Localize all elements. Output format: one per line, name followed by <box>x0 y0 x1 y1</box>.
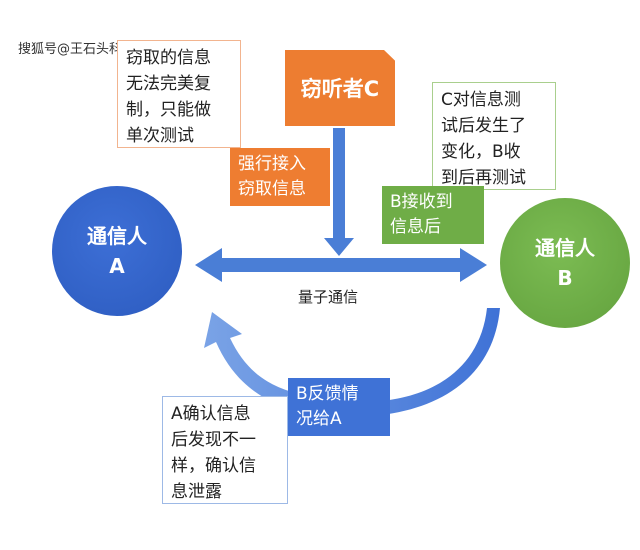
b-feedback-line: 况给A <box>296 409 342 429</box>
node-b: 通信人 B <box>500 198 630 328</box>
note-a-line: 样，确认信 <box>171 456 256 476</box>
node-b-title: 通信人 <box>535 236 595 260</box>
note-c-line: 变化，B收 <box>441 142 521 162</box>
intercept-arrow <box>324 128 354 256</box>
b-receive-line: 信息后 <box>390 217 441 237</box>
note-c-test: C对信息测 试后发生了 变化，B收 到后再测试 <box>432 82 556 190</box>
node-a-letter: A <box>109 254 125 278</box>
node-a: 通信人 A <box>52 186 182 316</box>
eavesdropper-label: 窃听者C <box>300 77 380 101</box>
note-c-line: C对信息测 <box>441 90 521 110</box>
note-a-line: 后发现不一 <box>171 430 256 450</box>
note-a-line: A确认信息 <box>171 404 251 424</box>
note-c-line: 到后再测试 <box>441 168 526 188</box>
note-a-confirm: A确认信息 后发现不一 样，确认信 息泄露 <box>162 396 288 504</box>
note-a-line: 息泄露 <box>171 482 222 502</box>
note-copy-line: 单次测试 <box>126 126 194 146</box>
intercept-line: 强行接入 <box>238 154 306 174</box>
b-receive-line: B接收到 <box>390 192 453 212</box>
node-b-letter: B <box>557 266 573 290</box>
watermark: 搜狐号@王石头科技 <box>18 42 136 57</box>
intercept-line: 窃取信息 <box>238 179 306 199</box>
intercept-box: 强行接入 窃取信息 <box>230 148 330 206</box>
note-copy-line: 制，只能做 <box>126 100 211 120</box>
channel-arrow <box>195 248 487 282</box>
b-receive-box: B接收到 信息后 <box>382 186 484 244</box>
feedback-arrow <box>204 308 500 417</box>
b-feedback-box: B反馈情 况给A <box>288 378 390 436</box>
channel-label: 量子通信 <box>298 288 359 306</box>
note-copy-line: 窃取的信息 <box>126 48 211 68</box>
note-c-line: 试后发生了 <box>441 116 526 136</box>
note-copy-line: 无法完美复 <box>126 74 211 94</box>
node-a-title: 通信人 <box>87 224 147 248</box>
eavesdropper-box: 窃听者C <box>285 50 395 126</box>
b-feedback-line: B反馈情 <box>296 384 359 404</box>
note-copy-limit: 窃取的信息 无法完美复 制，只能做 单次测试 <box>117 40 241 148</box>
